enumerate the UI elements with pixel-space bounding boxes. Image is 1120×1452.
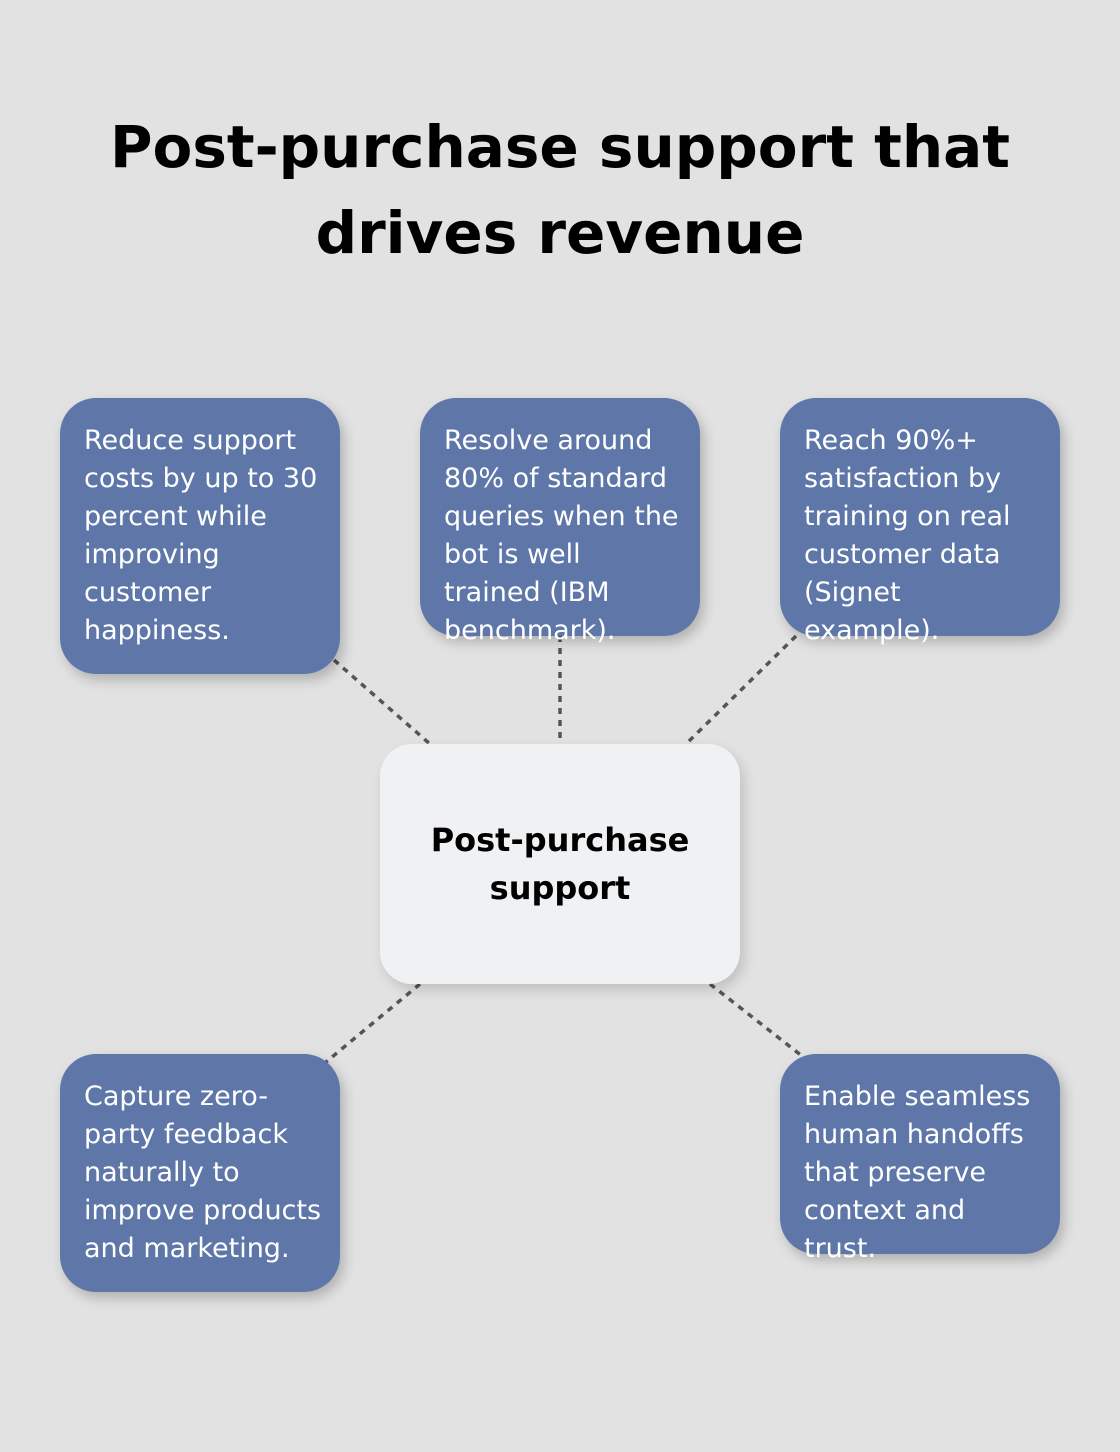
node-zero-party-feedback: Capture zero-party feedback naturally to… [60, 1054, 340, 1292]
node-satisfaction: Reach 90%+ satisfaction by training on r… [780, 398, 1060, 646]
node-text: Resolve around 80% of standard queries w… [444, 425, 679, 646]
node-support-costs: Reduce support costs by up to 30 percent… [60, 398, 340, 674]
diagram-title: Post-purchase support that drives revenu… [109, 113, 1011, 267]
node-text: Reduce support costs by up to 30 percent… [84, 425, 318, 646]
center-label: Post-purchase support [430, 821, 690, 907]
node-resolve-queries: Resolve around 80% of standard queries w… [420, 398, 700, 646]
connector-line-top-right [684, 634, 798, 746]
connector-line-bottom-right [708, 982, 804, 1058]
node-text: Reach 90%+ satisfaction by training on r… [804, 425, 1011, 646]
connector-line-top-left [332, 658, 432, 746]
node-text: Enable seamless human handoffs that pres… [804, 1081, 1031, 1264]
connector-line-bottom-left [324, 982, 422, 1064]
node-text: Capture zero-party feedback naturally to… [84, 1081, 322, 1264]
node-human-handoffs: Enable seamless human handoffs that pres… [780, 1054, 1060, 1264]
center-node: Post-purchase support [380, 744, 740, 984]
